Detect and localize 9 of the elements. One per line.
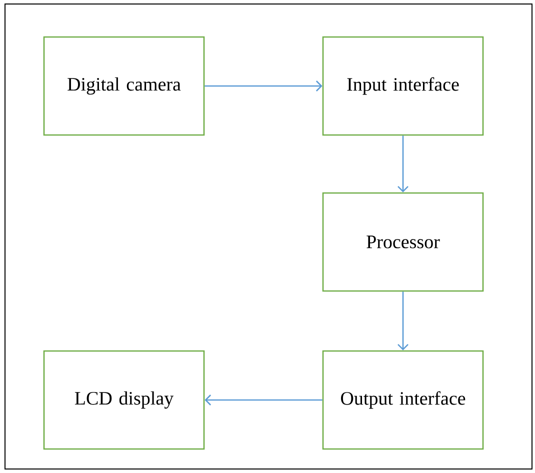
process-box: LCD display xyxy=(43,350,205,450)
arrow xyxy=(204,394,322,406)
arrow xyxy=(204,80,322,92)
arrow xyxy=(398,292,408,350)
arrow xyxy=(398,136,408,192)
process-box: Input interface xyxy=(322,36,484,136)
process-box: Digital camera xyxy=(43,36,205,136)
process-box: Output interface xyxy=(322,350,484,450)
process-box: Processor xyxy=(322,192,484,292)
